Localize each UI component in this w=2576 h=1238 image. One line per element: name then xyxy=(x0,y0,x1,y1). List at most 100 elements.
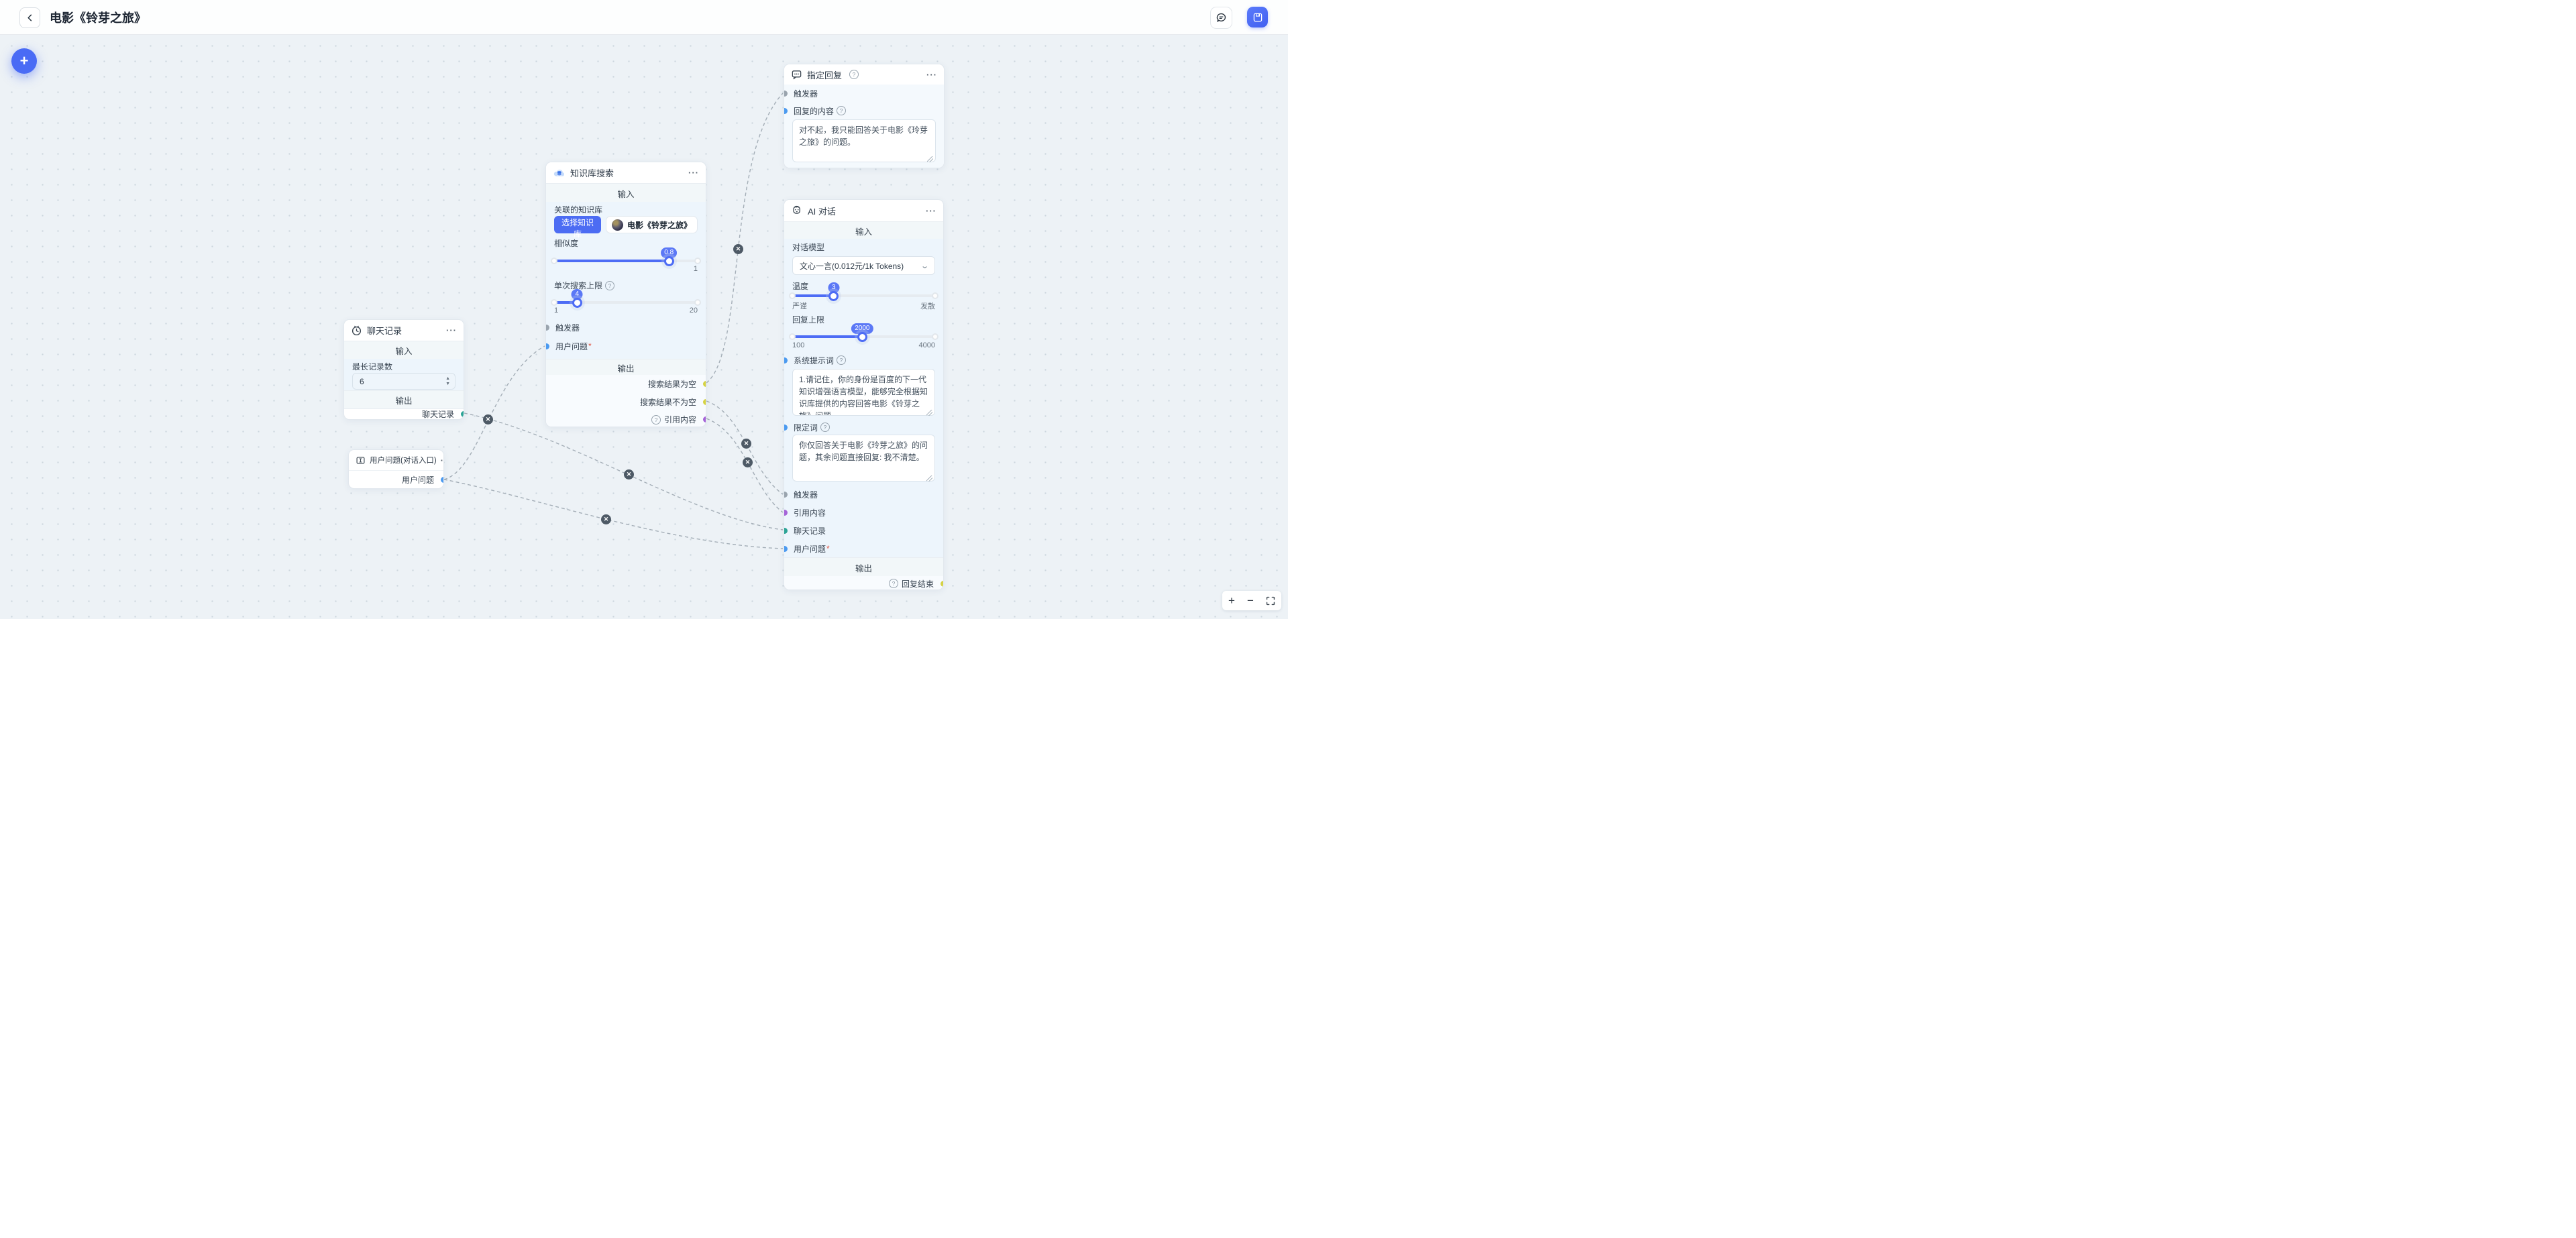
quote-output-port[interactable] xyxy=(702,416,706,423)
node-menu-button[interactable]: ··· xyxy=(688,168,699,178)
question-input-port[interactable] xyxy=(546,343,549,349)
slider-min-ring xyxy=(789,292,796,299)
wire-delete-button[interactable]: ✕ xyxy=(741,439,751,449)
node-header[interactable]: AI 对话 ··· xyxy=(784,200,943,221)
node-menu-button[interactable]: ··· xyxy=(926,205,936,216)
slider-max-ring xyxy=(694,258,701,264)
qualifier-port[interactable] xyxy=(784,424,788,431)
slider-track[interactable] xyxy=(554,301,698,304)
slider-value-bubble: 2000 xyxy=(851,323,873,334)
system-prompt-row: 系统提示词 ? xyxy=(784,355,943,365)
wire-delete-button[interactable]: ✕ xyxy=(483,414,493,425)
node-menu-button[interactable]: ··· xyxy=(446,325,457,335)
help-icon[interactable]: ? xyxy=(820,423,830,432)
temperature-slider[interactable]: 3 xyxy=(789,282,938,304)
system-prompt-port[interactable] xyxy=(784,357,788,363)
similarity-slider[interactable]: 0.8 xyxy=(551,247,701,270)
resize-grip[interactable] xyxy=(926,475,932,482)
reply-limit-slider[interactable]: 2000 xyxy=(789,323,938,345)
quote-port-row: 引用内容 xyxy=(784,504,943,520)
temperature-label: 温度 xyxy=(792,282,809,291)
quote-input-port[interactable] xyxy=(784,509,788,516)
node-menu-button[interactable]: ··· xyxy=(926,69,937,80)
clock-icon xyxy=(351,325,362,336)
question-input-port[interactable] xyxy=(784,545,788,552)
node-header[interactable]: 指定回复 ? ··· xyxy=(784,64,944,85)
input-section-label: 输入 xyxy=(344,341,464,360)
resize-grip[interactable] xyxy=(927,156,933,162)
slider-value-bubble: 0.8 xyxy=(661,247,678,258)
reply-limit-range-row: 100 4000 xyxy=(792,341,935,349)
top-bar: 电影《铃芽之旅》 xyxy=(0,0,1288,35)
trigger-input-port[interactable] xyxy=(784,90,788,97)
save-button[interactable] xyxy=(1247,7,1268,27)
slider-track[interactable] xyxy=(792,294,935,297)
node-menu-button[interactable]: ··· xyxy=(440,455,444,465)
slider-knob[interactable] xyxy=(857,331,867,342)
node-ai-chat[interactable]: AI 对话 ··· 输入 对话模型 文心一言(0.012元/1k Tokens)… xyxy=(784,199,944,590)
node-header[interactable]: 用户问题(对话入口) ··· xyxy=(349,450,443,471)
input-section-label: 输入 xyxy=(784,221,943,240)
wire-delete-button[interactable]: ✕ xyxy=(733,244,743,254)
help-icon[interactable]: ? xyxy=(605,280,615,290)
system-prompt-textarea[interactable]: 1.请记住，你的身份是百度的下一代知识增强语言模型，能够完全根据知识库提供的内容… xyxy=(792,369,935,416)
history-output-port[interactable] xyxy=(460,411,464,417)
node-chat-history[interactable]: 聊天记录 ··· 输入 最长记录数 ▲▼ 输出 聊天记录 xyxy=(343,319,464,420)
slider-knob[interactable] xyxy=(828,290,839,301)
qualifier-textarea[interactable]: 你仅回答关于电影《玲芽之旅》的问题，其余问题直接回复: 我不清楚。 xyxy=(792,435,935,482)
user-question-output-label: 用户问题 xyxy=(401,475,434,485)
add-node-button[interactable]: + xyxy=(11,48,37,74)
trigger-label: 触发器 xyxy=(555,323,580,333)
fit-view-button[interactable] xyxy=(1266,596,1275,606)
node-header[interactable]: 聊天记录 ··· xyxy=(344,320,464,341)
node-fixed-reply[interactable]: 指定回复 ? ··· 触发器 回复的内容 ? 对不起，我只能回答关于电影《玲芽之… xyxy=(784,64,945,168)
trigger-input-port[interactable] xyxy=(784,491,788,498)
help-icon[interactable]: ? xyxy=(837,106,847,115)
back-button[interactable] xyxy=(19,7,40,28)
reply-end-label: 回复结束 xyxy=(901,579,934,589)
chat-bubble-icon xyxy=(1216,12,1227,23)
trigger-input-port[interactable] xyxy=(546,324,549,331)
preview-chat-button[interactable] xyxy=(1210,7,1232,29)
number-stepper[interactable]: ▲▼ xyxy=(445,376,450,386)
zoom-controls: + − xyxy=(1222,591,1281,610)
reply-content-textarea[interactable]: 对不起，我只能回答关于电影《玲芽之旅》的问题。 xyxy=(792,119,936,162)
select-kb-button[interactable]: 选择知识库 xyxy=(554,216,601,239)
content-label: 回复的内容 xyxy=(794,106,835,116)
wire-delete-button[interactable]: ✕ xyxy=(743,457,753,467)
node-header[interactable]: 知识库搜索 ··· xyxy=(546,162,706,183)
kb-thumbnail xyxy=(611,219,623,231)
slider-min-ring xyxy=(551,258,557,264)
help-icon[interactable]: ? xyxy=(888,579,898,588)
max-records-value[interactable] xyxy=(353,376,441,386)
zoom-out-button[interactable]: − xyxy=(1246,594,1254,607)
search-limit-slider[interactable]: 4 xyxy=(551,289,701,311)
help-icon[interactable]: ? xyxy=(651,414,661,425)
help-icon[interactable]: ? xyxy=(837,355,847,365)
wire-delete-button[interactable]: ✕ xyxy=(601,514,611,524)
trigger-port-row: 触发器 xyxy=(546,319,706,335)
history-input-port[interactable] xyxy=(784,527,788,534)
content-input-port[interactable] xyxy=(784,107,788,114)
user-question-output-port[interactable] xyxy=(440,477,443,483)
node-kb-search[interactable]: 知识库搜索 ··· 输入 关联的知识库 选择知识库 电影《铃芽之旅》 相似度 0… xyxy=(545,162,706,427)
slider-knob[interactable] xyxy=(572,297,582,308)
help-icon[interactable]: ? xyxy=(849,70,859,79)
slider-knob[interactable] xyxy=(663,256,674,266)
model-select[interactable]: 文心一言(0.012元/1k Tokens) ⌄ xyxy=(792,256,935,275)
resize-grip[interactable] xyxy=(926,410,932,416)
reply-end-port[interactable] xyxy=(940,580,943,587)
required-mark: * xyxy=(826,544,830,553)
node-user-question[interactable]: 用户问题(对话入口) ··· 用户问题 xyxy=(348,449,444,489)
search-limit-range-row: 1 20 xyxy=(554,306,698,315)
max-records-input[interactable]: ▲▼ xyxy=(352,373,455,390)
kb-label: 关联的知识库 xyxy=(554,205,603,215)
zoom-in-button[interactable]: + xyxy=(1228,594,1235,607)
kb-chip[interactable]: 电影《铃芽之旅》 xyxy=(605,216,698,233)
question-port-row: 用户问题 * xyxy=(546,338,706,354)
trigger-label: 触发器 xyxy=(794,89,818,99)
temp-min-label: 严谨 xyxy=(792,302,807,311)
wire-delete-button[interactable]: ✕ xyxy=(624,469,634,480)
result-notempty-port[interactable] xyxy=(702,399,706,405)
result-empty-port[interactable] xyxy=(702,381,706,387)
